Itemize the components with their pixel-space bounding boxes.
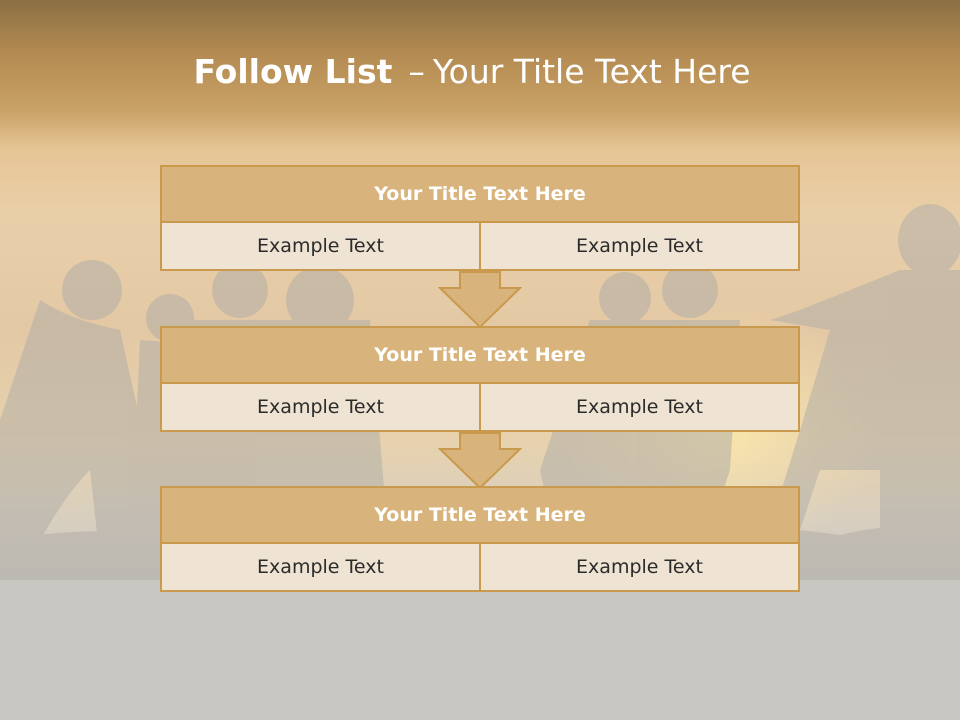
block-row: Example Text Example Text: [160, 384, 800, 432]
list-block-2: Your Title Text Here Example Text Exampl…: [160, 326, 800, 432]
block-row: Example Text Example Text: [160, 223, 800, 271]
block-cell-right: Example Text: [481, 223, 800, 271]
block-title: Your Title Text Here: [160, 165, 800, 223]
title-separator: –: [408, 52, 425, 91]
down-arrow-icon: [438, 271, 522, 329]
block-cell-right: Example Text: [481, 384, 800, 432]
title-bold: Follow List: [193, 52, 393, 91]
block-cell-left: Example Text: [160, 384, 481, 432]
block-cell-right: Example Text: [481, 544, 800, 592]
title-rest: Your Title Text Here: [432, 52, 751, 91]
block-title: Your Title Text Here: [160, 326, 800, 384]
down-arrow-icon: [438, 432, 522, 490]
block-title: Your Title Text Here: [160, 486, 800, 544]
block-row: Example Text Example Text: [160, 544, 800, 592]
list-block-3: Your Title Text Here Example Text Exampl…: [160, 486, 800, 592]
slide-title: Follow List–Your Title Text Here: [0, 52, 944, 91]
list-block-1: Your Title Text Here Example Text Exampl…: [160, 165, 800, 271]
block-cell-left: Example Text: [160, 223, 481, 271]
block-cell-left: Example Text: [160, 544, 481, 592]
